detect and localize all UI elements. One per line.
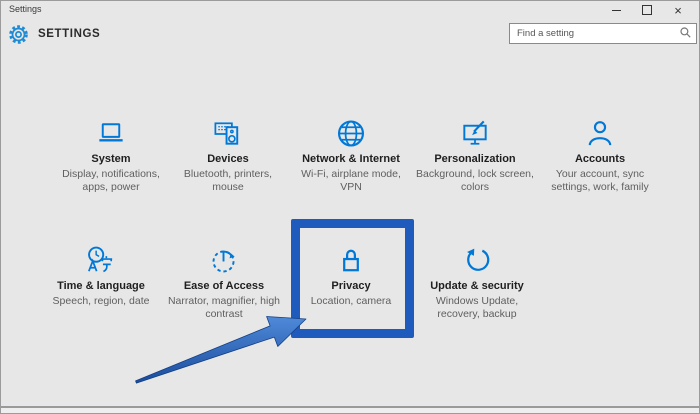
globe-icon — [276, 117, 426, 150]
tile-label: Accounts — [574, 153, 626, 165]
tile-accounts[interactable]: Accounts Your account, sync settings, wo… — [525, 117, 675, 194]
close-button[interactable]: × — [671, 3, 685, 17]
tile-privacy[interactable]: Privacy Location, camera — [276, 244, 426, 308]
person-icon — [525, 117, 675, 150]
window-controls: × — [609, 1, 685, 19]
tile-devices[interactable]: Devices Bluetooth, printers, mouse — [153, 117, 303, 194]
tile-label: Network & Internet — [302, 153, 400, 165]
maximize-button[interactable] — [640, 3, 654, 17]
maximize-icon — [642, 5, 652, 15]
minimize-icon — [611, 9, 621, 11]
pointer-arrow-icon — [135, 316, 307, 384]
tile-description: Wi-Fi, airplane mode, VPN — [301, 168, 401, 193]
tile-description: Your account, sync settings, work, famil… — [551, 168, 649, 193]
title-bar: Settings × — [1, 1, 699, 19]
tile-label: Ease of Access — [183, 280, 265, 292]
tile-description: Speech, region, date — [52, 295, 150, 307]
minimize-button[interactable] — [609, 3, 623, 17]
tile-label: Time & language — [57, 280, 145, 292]
tile-label: Privacy — [331, 280, 371, 292]
laptop-icon — [36, 117, 186, 150]
clock-language-icon — [26, 244, 176, 277]
tile-label: System — [91, 153, 131, 165]
page-title: SETTINGS — [38, 28, 101, 40]
lock-icon — [276, 244, 426, 277]
window-title: Settings — [9, 4, 42, 14]
tile-network-internet[interactable]: Network & Internet Wi-Fi, airplane mode,… — [276, 117, 426, 194]
tile-label: Personalization — [434, 153, 516, 165]
search-box[interactable] — [509, 23, 697, 44]
tile-system[interactable]: System Display, notifications, apps, pow… — [36, 117, 186, 194]
ease-of-access-icon — [149, 244, 299, 277]
search-icon[interactable] — [680, 25, 691, 43]
tile-label: Update & security — [430, 280, 524, 292]
monitor-brush-icon — [400, 117, 550, 150]
tile-description: Location, camera — [310, 295, 392, 307]
tile-description: Display, notifications, apps, power — [62, 168, 160, 193]
window-bottom-edge — [1, 406, 699, 408]
tile-description: Windows Update, recovery, backup — [435, 295, 519, 320]
devices-icon — [153, 117, 303, 150]
tile-personalization[interactable]: Personalization Background, lock screen,… — [400, 117, 550, 194]
window-bottom-strip — [1, 408, 699, 413]
tile-description: Bluetooth, printers, mouse — [183, 168, 273, 193]
search-input[interactable] — [510, 28, 680, 39]
tile-label: Devices — [207, 153, 249, 165]
tile-time-language[interactable]: Time & language Speech, region, date — [26, 244, 176, 308]
tile-description: Background, lock screen, colors — [416, 168, 534, 193]
tile-description: Narrator, magnifier, high contrast — [167, 295, 281, 320]
settings-gear-icon — [8, 24, 29, 50]
tile-update-security[interactable]: Update & security Windows Update, recove… — [402, 244, 552, 321]
refresh-arrow-icon — [402, 244, 552, 277]
close-icon: × — [674, 2, 682, 18]
